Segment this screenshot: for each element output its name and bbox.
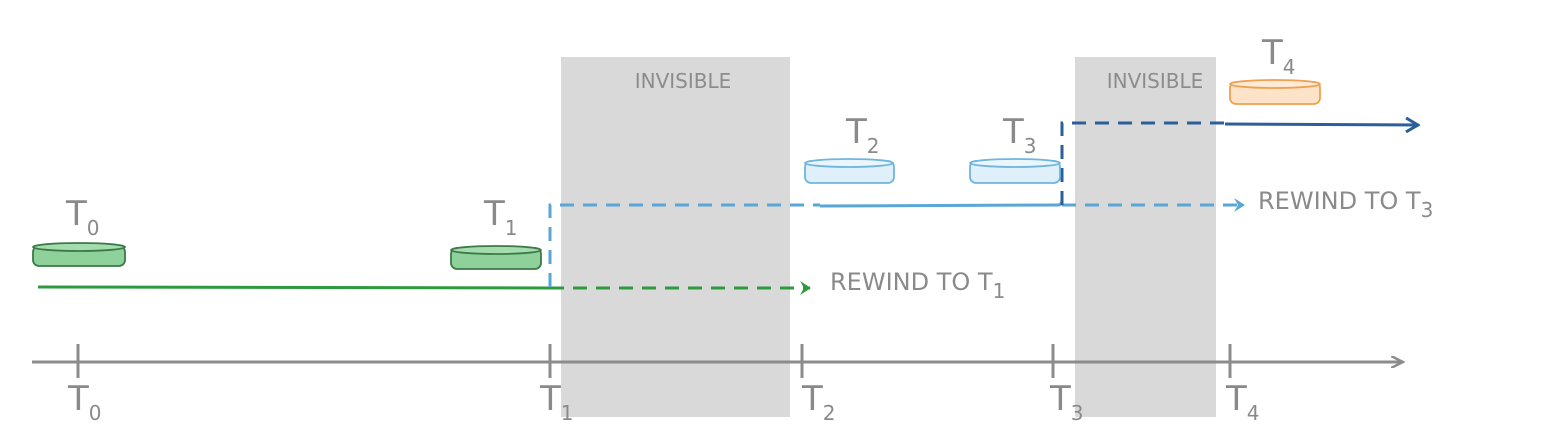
snapshot-t3-disk-icon	[969, 158, 1061, 184]
axis-label-t3: T3	[1049, 379, 1084, 425]
rewind-to-t1-label: REWIND TO T1	[830, 268, 1005, 303]
green-timeline	[37, 285, 551, 290]
invisible-label-2: INVISIBLE	[1107, 69, 1204, 93]
snapshot-t0-disk-icon	[32, 242, 126, 267]
snapshot-t2-disk-icon	[804, 158, 895, 184]
dark-blue-branch-dashed	[1060, 121, 1225, 205]
axis-label-t1: T1	[539, 379, 574, 425]
snapshot-label-t4: T4	[1261, 33, 1296, 79]
invisible-label-1: INVISIBLE	[635, 69, 732, 93]
axis-label-t4: T4	[1225, 379, 1260, 425]
axis-tick-labels: T0 T1 T2 T3 T4	[67, 379, 1260, 425]
light-blue-branch-dashed	[548, 203, 820, 287]
light-blue-timeline	[819, 199, 1064, 208]
snapshot-label-t0: T0	[65, 194, 100, 240]
dark-blue-timeline	[1224, 124, 1418, 125]
snapshot-label-t2: T2	[845, 112, 880, 158]
invisible-region-2	[1075, 57, 1216, 417]
snapshot-label-t1: T1	[483, 194, 518, 240]
axis-ticks	[76, 344, 1232, 378]
snapshot-label-t3: T3	[1002, 112, 1037, 158]
axis-label-t2: T2	[801, 379, 836, 425]
axis-label-t0: T0	[67, 379, 102, 425]
rewind-to-t3-label: REWIND TO T3	[1258, 187, 1433, 222]
snapshot-t4-disk-icon	[1229, 79, 1321, 105]
snapshot-t1-disk-icon	[450, 245, 542, 270]
invisible-region-1	[561, 57, 790, 417]
